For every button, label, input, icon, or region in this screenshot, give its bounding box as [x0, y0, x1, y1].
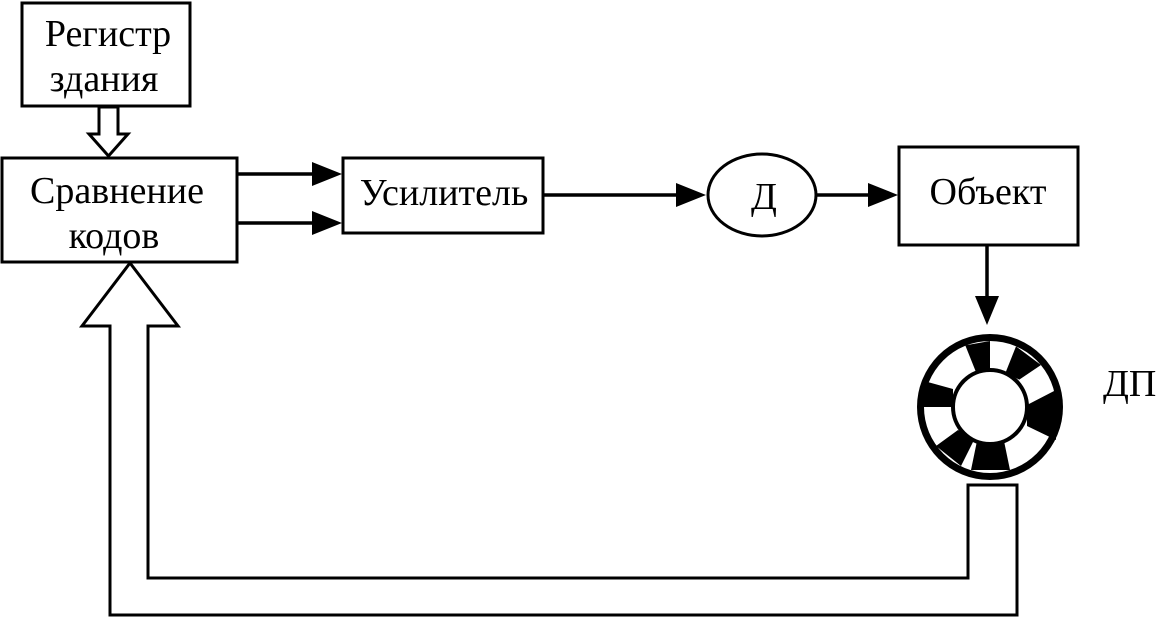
motor-node: Д — [706, 152, 818, 238]
compare-label-line2: кодов — [69, 215, 160, 257]
motor-label: Д — [751, 176, 777, 218]
register-label-line2: здания — [50, 58, 159, 100]
object-to-sensor-arrow — [975, 245, 999, 325]
compare-label-line1: Сравнение — [30, 170, 204, 212]
compare-to-amplifier-arrow-bottom — [237, 211, 342, 235]
object-block: Объект — [897, 145, 1080, 247]
amplifier-to-motor-arrow — [543, 183, 706, 207]
compare-to-amplifier-arrow-top — [237, 162, 342, 186]
feedback-bus-arrow — [78, 260, 1019, 617]
register-label-line1: Регистр — [45, 13, 171, 55]
object-label: Объект — [930, 171, 1047, 213]
position-sensor-disc — [917, 334, 1063, 480]
amplifier-block: Усилитель — [341, 156, 545, 235]
register-block: Регистр здания — [20, 1, 192, 108]
register-to-compare-arrow — [85, 105, 132, 159]
code-compare-block: Сравнение кодов — [0, 156, 239, 264]
amplifier-label: Усилитель — [360, 172, 529, 214]
sensor-label: ДП — [1103, 363, 1156, 405]
motor-to-object-arrow — [816, 183, 898, 207]
